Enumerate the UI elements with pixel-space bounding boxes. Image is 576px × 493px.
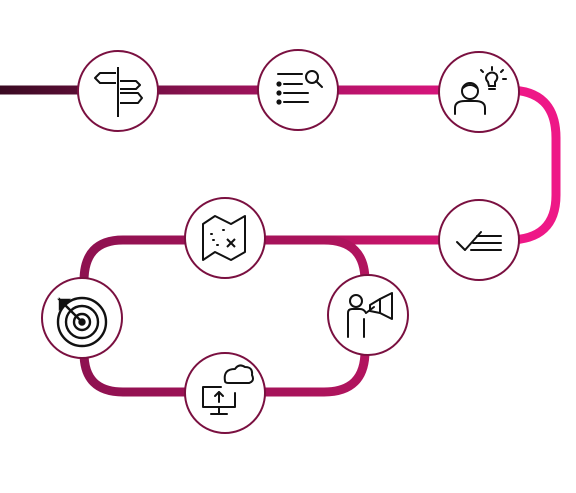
node-target (41, 277, 123, 359)
path-right-curve (507, 85, 561, 245)
node-treasure-map (184, 197, 266, 279)
idea-person-icon (454, 66, 507, 115)
checklist-icon (456, 231, 502, 251)
megaphone-person-icon (347, 292, 393, 338)
node-signpost (77, 50, 159, 132)
node-search-list (257, 49, 339, 131)
signpost-icon (94, 67, 143, 117)
treasure-map-icon (202, 215, 246, 261)
search-list-icon (276, 70, 323, 105)
target-icon (56, 296, 108, 348)
node-checklist (438, 199, 520, 281)
node-cloud-upload (184, 352, 266, 434)
cloud-upload-icon (202, 364, 254, 415)
node-megaphone-person (327, 274, 409, 356)
node-idea-person (438, 51, 520, 133)
